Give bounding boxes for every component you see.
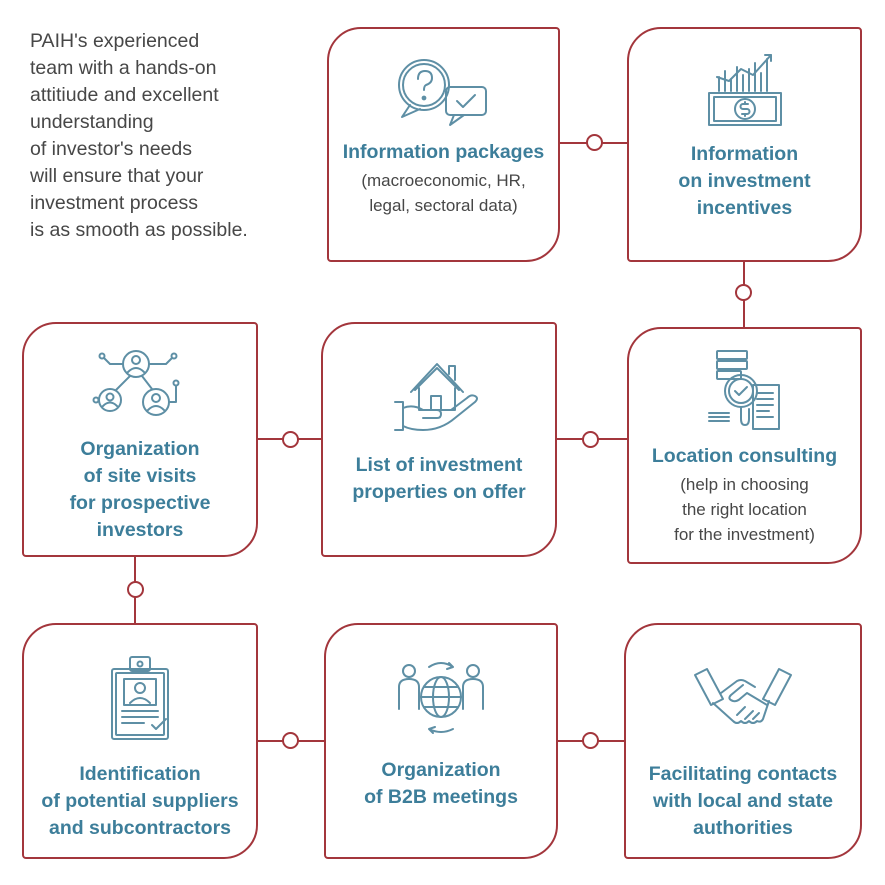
card-title: Location consulting: [652, 443, 837, 470]
card-title: Organization of site visits for prospect…: [70, 436, 211, 544]
intro-line: of investor's needs: [30, 138, 192, 160]
id-badge-icon: [90, 655, 190, 741]
card-title: Facilitating contacts with local and sta…: [649, 761, 838, 842]
intro-line: understanding: [30, 111, 154, 133]
title-line: on investment: [678, 170, 811, 192]
title-line: investors: [96, 519, 184, 541]
title-line: Organization: [381, 759, 501, 781]
card-title: Information packages: [343, 139, 545, 166]
card-location-consulting: Location consulting (help in choosing th…: [627, 327, 862, 564]
intro-line: team with a hands-on: [30, 57, 217, 79]
subtitle-line: (macroeconomic, HR,: [361, 171, 526, 190]
title-line: incentives: [696, 197, 793, 219]
connector-dot: [582, 431, 599, 448]
intro-line: attitiude and excellent: [30, 84, 219, 106]
title-line: authorities: [693, 817, 793, 839]
card-title: Information on investment incentives: [678, 141, 810, 222]
subtitle-line: legal, sectoral data): [369, 196, 518, 215]
connector-dot: [282, 732, 299, 749]
title-line: Information packages: [342, 141, 545, 163]
card-title: List of investment properties on offer: [352, 452, 525, 506]
card-information-packages: Information packages (macroeconomic, HR,…: [327, 27, 560, 262]
title-line: properties on offer: [352, 481, 526, 503]
card-title: Organization of B2B meetings: [364, 757, 518, 811]
title-line: of potential suppliers: [41, 790, 239, 812]
money-chart-icon: [695, 51, 795, 131]
card-investment-incentives: Information on investment incentives: [627, 27, 862, 262]
title-line: of B2B meetings: [364, 786, 518, 808]
card-title: Identification of potential suppliers an…: [41, 761, 238, 842]
card-subtitle: (help in choosing the right location for…: [674, 472, 815, 547]
card-suppliers-identification: Identification of potential suppliers an…: [22, 623, 258, 859]
intro-line: PAIH's experienced: [30, 30, 200, 52]
title-line: of site visits: [83, 465, 197, 487]
connector-dot: [582, 732, 599, 749]
title-line: for prospective: [69, 492, 211, 514]
subtitle-line: (help in choosing: [680, 475, 809, 494]
title-line: Organization: [80, 438, 200, 460]
intro-text: PAIH's experienced team with a hands-on …: [30, 28, 310, 244]
intro-line: will ensure that your: [30, 165, 204, 187]
connector-dot: [127, 581, 144, 598]
people-globe-icon: [391, 657, 491, 737]
card-investment-properties: List of investment properties on offer: [321, 322, 557, 557]
subtitle-line: the right location: [682, 500, 807, 519]
title-line: List of investment: [355, 454, 523, 476]
title-line: with local and state: [653, 790, 833, 812]
people-network-icon: [90, 346, 190, 426]
title-line: Location consulting: [651, 445, 838, 467]
card-subtitle: (macroeconomic, HR, legal, sectoral data…: [361, 168, 525, 218]
connector-dot: [586, 134, 603, 151]
title-line: Facilitating contacts: [648, 763, 838, 785]
intro-line: investment process: [30, 192, 198, 214]
house-in-hand-icon: [389, 354, 489, 434]
card-contacts-authorities: Facilitating contacts with local and sta…: [624, 623, 862, 859]
subtitle-line: for the investment): [674, 525, 815, 544]
title-line: Identification: [79, 763, 201, 785]
card-b2b-meetings: Organization of B2B meetings: [324, 623, 558, 859]
document-magnifier-icon: [695, 347, 795, 437]
card-site-visits: Organization of site visits for prospect…: [22, 322, 258, 557]
question-check-chat-icon: [394, 51, 494, 131]
handshake-icon: [693, 663, 793, 733]
connector-dot: [735, 284, 752, 301]
title-line: Information: [690, 143, 799, 165]
title-line: and subcontractors: [48, 817, 232, 839]
intro-line: is as smooth as possible.: [30, 219, 248, 241]
connector-dot: [282, 431, 299, 448]
